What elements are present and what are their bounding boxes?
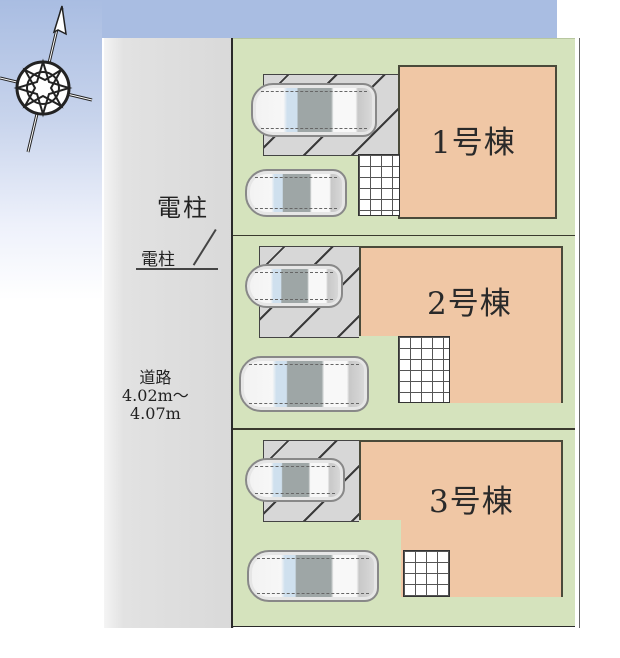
road-label-line2: 4.02m～ — [122, 386, 189, 405]
entrance-stairs — [358, 154, 400, 216]
house-1 — [398, 65, 557, 219]
road — [102, 38, 234, 628]
car-icon — [251, 83, 377, 137]
utility-pole-label-large: 電柱 — [157, 194, 209, 222]
lot-3: 3号棟 — [233, 430, 575, 627]
house-label-2: 2号棟 — [427, 286, 512, 322]
lot-2: 2号棟 — [233, 236, 575, 430]
entrance-stairs — [398, 336, 450, 403]
car-icon — [245, 264, 343, 308]
road-label-line1: 道路 — [139, 368, 172, 387]
car-icon — [239, 356, 369, 412]
entrance-stairs — [403, 550, 450, 597]
car-icon — [247, 550, 379, 602]
car-icon — [245, 458, 345, 502]
utility-pole-leader-line — [136, 268, 218, 270]
lot-1: 1号棟 — [233, 38, 575, 237]
site-plan: 1号棟 2号棟 3号棟 — [231, 38, 579, 628]
compass-icon — [0, 5, 93, 153]
utility-pole-label-small: 電柱 — [141, 250, 175, 270]
house-label-1: 1号棟 — [431, 125, 516, 161]
road-label-line3: 4.07m — [130, 404, 181, 423]
car-icon — [245, 169, 347, 217]
road-width-label: 道路 4.02m～ 4.07m — [122, 369, 189, 423]
property-boundary-line — [579, 38, 580, 628]
house-label-3: 3号棟 — [429, 484, 514, 520]
